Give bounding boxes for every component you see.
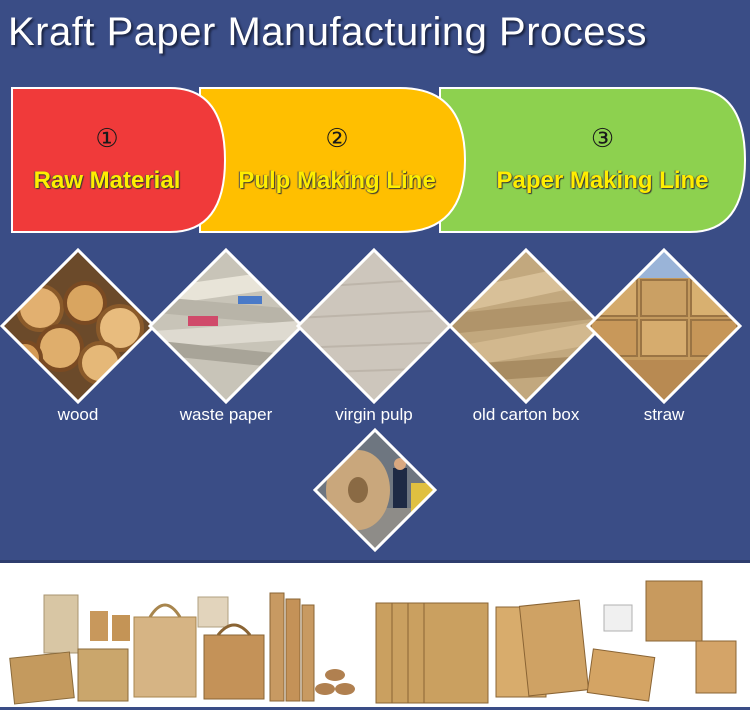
stage-shapes bbox=[11, 87, 747, 233]
paper-roll-image bbox=[312, 427, 438, 553]
page-title: Kraft Paper Manufacturing Process bbox=[8, 10, 648, 54]
stage-1-label: Raw Material bbox=[33, 167, 181, 194]
stage-1: ① Raw Material bbox=[12, 124, 202, 196]
virgin-pulp-image bbox=[296, 248, 452, 404]
stage-3-number: ③ bbox=[590, 124, 615, 154]
stage-2-number: ② bbox=[325, 124, 349, 154]
stage-3: ③ Paper Making Line bbox=[470, 124, 735, 196]
process-stages: ① Raw Material ② Pulp Making Line ③ Pape… bbox=[0, 80, 750, 240]
stage-2-shape bbox=[199, 87, 467, 233]
waste-paper-image bbox=[148, 248, 304, 404]
material-wood: wood bbox=[0, 248, 156, 424]
stage-3-shape bbox=[439, 87, 747, 233]
paper-roll-icon bbox=[312, 427, 438, 553]
carton-box-icon bbox=[645, 580, 703, 642]
raw-materials: wood waste paper bbox=[0, 248, 750, 438]
stage-1-shape bbox=[11, 87, 227, 233]
material-label: virgin pulp bbox=[335, 405, 413, 424]
stage-2: ② Pulp Making Line bbox=[222, 124, 452, 196]
kraft-products bbox=[0, 560, 750, 707]
old-carton-box-image bbox=[448, 248, 604, 404]
material-label: straw bbox=[643, 405, 685, 424]
straw-bales-image bbox=[586, 248, 742, 404]
file-box-icon bbox=[375, 602, 489, 704]
shopping-bag-icon bbox=[133, 616, 197, 698]
material-old-carton-box: old carton box bbox=[448, 248, 604, 424]
stage-3-label: Paper Making Line bbox=[496, 167, 709, 194]
material-label: waste paper bbox=[179, 405, 273, 424]
material-label: old carton box bbox=[472, 405, 580, 424]
notebook-icon bbox=[43, 594, 79, 654]
material-straw: straw bbox=[586, 248, 742, 424]
stage-1-number: ① bbox=[95, 124, 119, 154]
wood-logs-image bbox=[0, 248, 156, 404]
stage-2-label: Pulp Making Line bbox=[238, 167, 436, 194]
material-label: wood bbox=[57, 405, 99, 424]
material-waste-paper: waste paper bbox=[148, 248, 304, 424]
material-virgin-pulp: virgin pulp bbox=[296, 248, 452, 424]
kraft-products-image bbox=[9, 580, 737, 705]
